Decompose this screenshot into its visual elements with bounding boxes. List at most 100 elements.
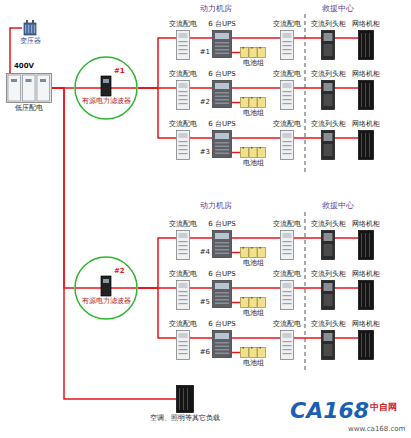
ups-cabinet: 6 台UPS#3 — [212, 130, 232, 158]
unit-number: #6 — [200, 348, 210, 357]
device-label: 电池组 — [243, 59, 264, 68]
rack-rail — [365, 233, 366, 257]
power-wire — [335, 87, 358, 89]
device-label: 交流列头柜 — [311, 20, 346, 29]
ups-vent — [215, 92, 229, 94]
cabinet-vent — [179, 303, 188, 304]
cabinet-body — [177, 281, 190, 310]
ups-body — [213, 81, 232, 108]
device-label: 电池组 — [243, 359, 264, 368]
device-label: 6 台UPS — [208, 270, 235, 279]
column-cabinet-body — [322, 31, 335, 60]
battery-cell — [241, 348, 249, 358]
filter-circle — [75, 57, 137, 119]
cabinet-body — [177, 231, 190, 260]
rack-rail — [369, 133, 370, 157]
ups-cabinet: 6 台UPS#6 — [212, 330, 232, 358]
ups-vent — [215, 153, 229, 155]
ac-distribution-cabinet: 交流配电 — [280, 280, 294, 310]
device-icon — [74, 56, 138, 120]
filter-cabinet — [101, 76, 111, 96]
unit-number: #1 — [200, 48, 210, 57]
panel-meter — [26, 79, 32, 82]
column-cabinet-body — [322, 81, 335, 110]
ups-body — [213, 31, 232, 58]
power-wire — [232, 87, 280, 89]
battery-cell — [258, 148, 266, 158]
device-label: 电池组 — [243, 109, 264, 118]
device-label: 网络机柜 — [352, 220, 380, 229]
battery-terminal — [251, 247, 253, 249]
power-wire — [232, 287, 280, 289]
panel-door — [37, 75, 50, 101]
cabinet-vent — [179, 245, 188, 246]
power-wire — [232, 152, 240, 154]
rack-rail — [369, 283, 370, 307]
battery-cell — [249, 248, 257, 258]
power-wire — [232, 302, 240, 304]
rack-body — [359, 331, 374, 360]
device-icon — [321, 80, 335, 110]
column-head-cabinet: 交流列头柜 — [321, 30, 335, 60]
device-label: 交流配电 — [169, 20, 197, 29]
cabinet-meter — [179, 333, 188, 338]
device-icon — [358, 80, 374, 110]
battery-terminal — [251, 297, 253, 299]
cabinet-vent — [283, 303, 292, 304]
battery-terminal — [260, 147, 262, 149]
cabinet-vent — [179, 253, 188, 254]
ac-distribution-cabinet: 交流配电 — [280, 330, 294, 360]
ups-vent — [215, 346, 229, 348]
battery-terminal — [260, 247, 262, 249]
power-wire — [335, 287, 358, 289]
battery-terminal — [243, 247, 245, 249]
rack-rail — [365, 83, 366, 107]
cabinet-vent — [179, 41, 188, 42]
cabinet-vent — [283, 99, 292, 100]
cabinet-meter — [283, 333, 292, 338]
power-wire — [294, 287, 321, 289]
cabinet-meter — [283, 233, 292, 238]
device-label: 交流配电 — [273, 220, 301, 229]
transformer-fin — [31, 25, 32, 33]
device-icon — [321, 30, 335, 60]
filter-number: #2 — [114, 267, 125, 276]
transformer-body — [24, 23, 36, 35]
column-cabinet-body — [322, 281, 335, 310]
cabinet-vent — [179, 349, 188, 350]
cabinet-vent — [283, 245, 292, 246]
power-wire — [335, 137, 358, 139]
zone-heading: 动力机房 — [200, 4, 232, 13]
ups-vent — [215, 349, 229, 351]
transformer-fin — [34, 25, 35, 33]
battery-bank: 电池组 — [240, 347, 266, 358]
ups-vent — [215, 249, 229, 251]
power-wire — [138, 288, 176, 338]
cabinet-body — [281, 131, 294, 160]
cabinet-vent — [179, 295, 188, 296]
device-icon — [358, 330, 374, 360]
cabinet-vent — [283, 291, 292, 292]
power-wire — [232, 137, 280, 139]
watermark-url: www.ca168.com — [348, 425, 405, 434]
rack-rail — [179, 388, 180, 410]
ups-vent — [215, 246, 229, 248]
battery-cell — [258, 298, 266, 308]
device-icon — [176, 80, 190, 110]
device-label: 6 台UPS — [208, 220, 235, 229]
power-wire — [190, 237, 212, 239]
battery-cell — [249, 348, 257, 358]
device-icon — [321, 280, 335, 310]
cabinet-vent — [179, 103, 188, 104]
cabinet-body — [281, 31, 294, 60]
cabinet-vent — [179, 341, 188, 342]
cabinet-vent — [283, 103, 292, 104]
column-cabinet-door — [324, 94, 333, 106]
ac-distribution-cabinet: 交流配电 — [176, 80, 190, 110]
transformer-bushing — [26, 20, 28, 23]
network-rack: 网络机柜 — [358, 230, 374, 260]
column-cabinet-panel — [324, 333, 333, 341]
ups-vent — [215, 103, 229, 105]
filter-circle — [75, 257, 137, 319]
